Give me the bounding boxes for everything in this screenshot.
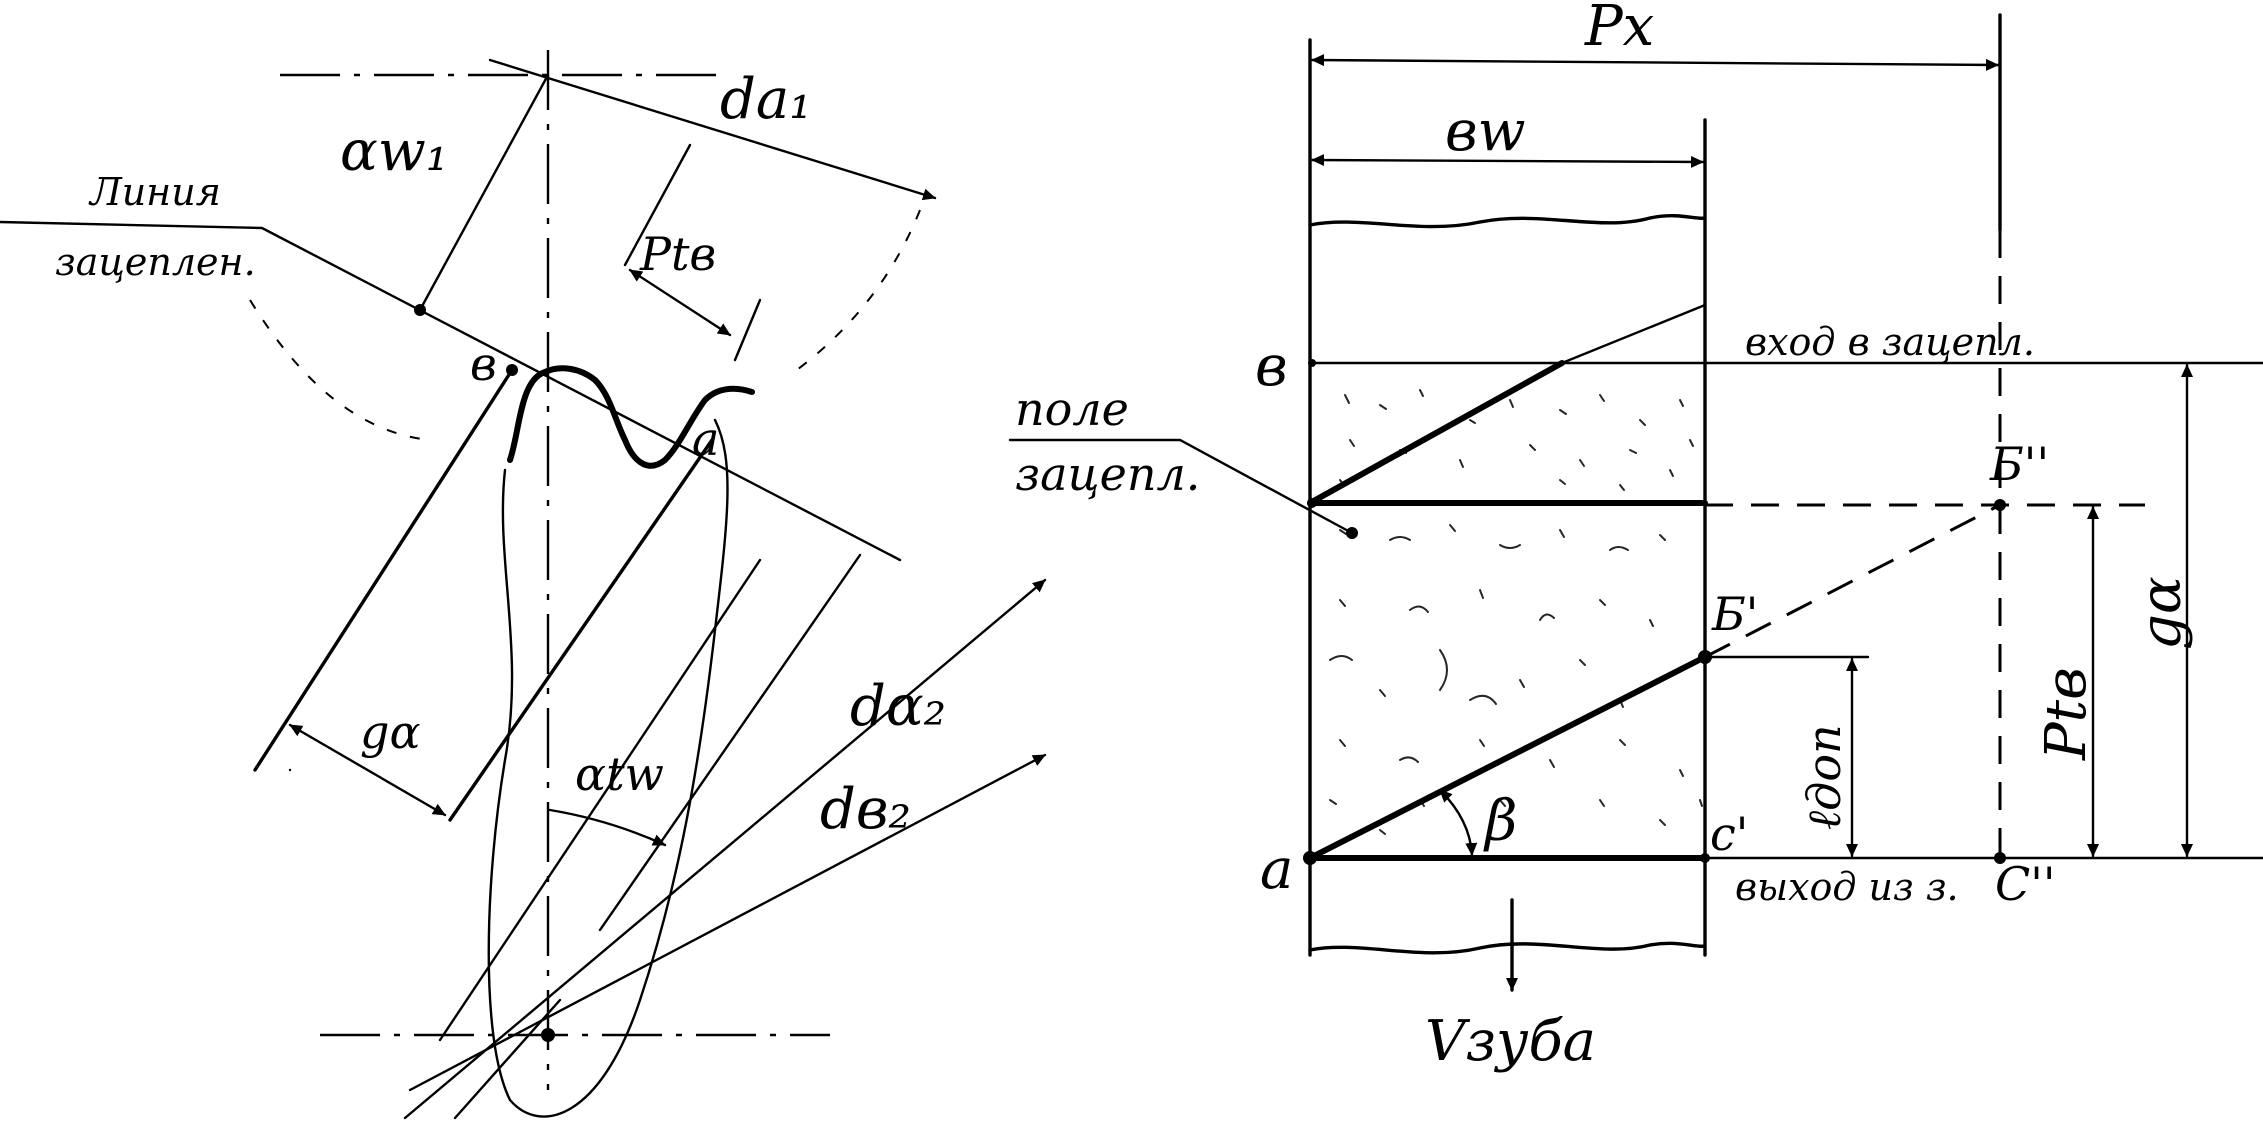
- da2-label: dα₂: [850, 674, 946, 739]
- b-single-label: Б': [1711, 587, 1758, 641]
- right-figure-engagement-field: Px вw: [1008, 0, 2263, 1074]
- da2-ray: [403, 578, 1047, 1120]
- px-dimension: [1310, 54, 2000, 71]
- g-alpha-right-label: gα: [2129, 576, 2194, 650]
- point-b-single: [1698, 650, 1712, 664]
- c-single-label: с': [1710, 807, 1748, 861]
- point-a: [1303, 851, 1317, 865]
- exit-label: выход из з.: [1735, 865, 1959, 909]
- ptb-label: Ptв: [639, 227, 716, 281]
- alpha-tw-arc: [548, 808, 667, 847]
- aw1-label: ɑw₁: [340, 119, 448, 184]
- left-point-v-label: в: [470, 337, 497, 391]
- parallel-line-a: [598, 553, 862, 932]
- px-label: Px: [1584, 0, 1654, 59]
- da1-dimension-line: [488, 58, 937, 201]
- addendum-arc: [249, 299, 431, 441]
- beta-label: β: [1483, 789, 1517, 854]
- extra-ray: [453, 998, 562, 1120]
- lower-contact-line: [1307, 654, 1708, 861]
- db2-label: dв₂: [820, 777, 911, 842]
- point-b-double: [1994, 499, 2006, 511]
- g-alpha-label: gα: [360, 705, 421, 759]
- line-of-action-label-1: Линия: [88, 170, 221, 214]
- entry-label: вход в зацепл.: [1745, 320, 2035, 364]
- da1-label: da₁: [720, 67, 812, 132]
- addendum-arc-right: [789, 209, 921, 376]
- parallel-line-b: [438, 558, 762, 1042]
- upper-contact-line-thin: [1560, 303, 1707, 365]
- c-double-label: С'': [1995, 857, 2056, 911]
- line-of-action-leader: [0, 220, 902, 562]
- bw-label: вw: [1445, 99, 1526, 164]
- left-figure-gear-engagement: da₁ ɑw₁ Линия зацеплен. Ptв в а gα: [0, 50, 1047, 1120]
- db2-ray: [408, 753, 1047, 1092]
- point-c-single: [1700, 853, 1710, 863]
- gear-tooth-outline: [487, 418, 729, 1118]
- line-of-action-label-2: зацеплен.: [55, 240, 256, 284]
- top-break-line: [1308, 214, 1707, 229]
- ptb-ext-left: [623, 143, 692, 267]
- g-alpha-dimension: [288, 723, 447, 817]
- field-leader-line: [1008, 438, 1354, 535]
- field-stipple-top: [1339, 389, 1694, 491]
- construction-line-top: [418, 73, 550, 312]
- tooth-profile: [507, 365, 755, 469]
- g-alpha-line-left: [253, 368, 514, 772]
- point-v-right: [1308, 359, 1316, 367]
- upper-contact-line-thick: [1307, 360, 1565, 506]
- point-c-double: [1994, 852, 2006, 864]
- pivot-point: [541, 1028, 555, 1042]
- b-double-label: Б'': [1989, 437, 2049, 491]
- alpha-tw-label: αtw: [575, 747, 664, 801]
- field-label-1: поле: [1015, 382, 1129, 436]
- bottom-break-line: [1308, 941, 1707, 955]
- ptb-right-label: Ptв: [2034, 667, 2099, 761]
- point-mid-left: [1307, 498, 1317, 508]
- field-stipple-bottom: [1329, 524, 1703, 835]
- g-alpha-line-right: [448, 438, 714, 822]
- contact-extension-dashed: [1704, 503, 2001, 659]
- ptb-dimension: [628, 268, 732, 337]
- beta-angle-arc: [1438, 788, 1478, 857]
- bw-dimension: [1310, 154, 1705, 168]
- l-don-label: ℓдоп: [1797, 724, 1851, 830]
- field-label-2: зацепл.: [1015, 447, 1200, 501]
- line-of-action-point: [414, 304, 426, 316]
- ptb-ext-right: [733, 298, 762, 362]
- right-point-v-label: в: [1255, 334, 1288, 399]
- tooth-velocity-label: Vзуба: [1425, 1009, 1596, 1074]
- right-point-a-label: а: [1260, 837, 1293, 902]
